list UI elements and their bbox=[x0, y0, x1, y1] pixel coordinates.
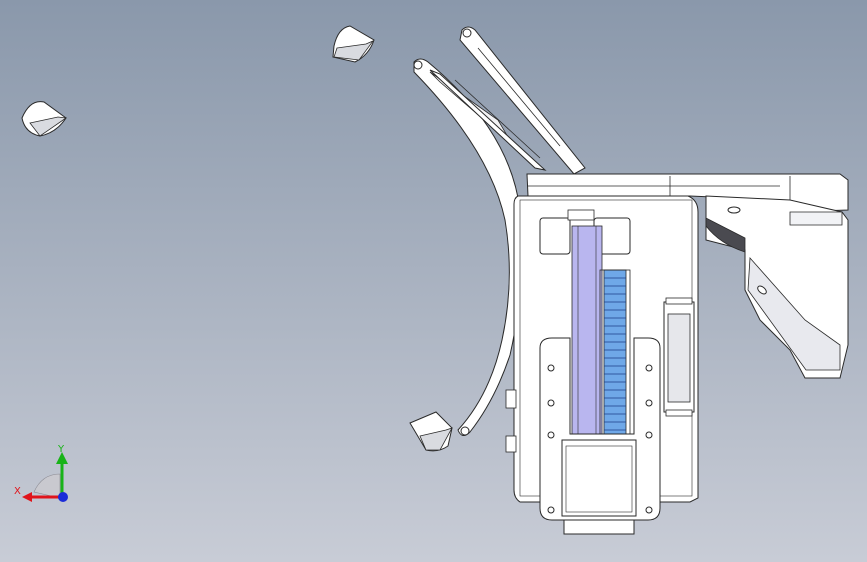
lower-carriage-frame[interactable] bbox=[539, 337, 661, 535]
timing-belt[interactable] bbox=[599, 269, 631, 435]
side-bracket[interactable] bbox=[705, 195, 849, 379]
y-axis-arrowhead bbox=[56, 452, 68, 464]
floating-pad-top-left[interactable] bbox=[21, 101, 68, 137]
side-clamp-block[interactable] bbox=[663, 297, 695, 417]
linkage-arm-upper[interactable] bbox=[459, 26, 586, 175]
glass-slide-strip[interactable] bbox=[571, 225, 603, 435]
axis-triad: Y X bbox=[14, 444, 68, 502]
floating-pad-top[interactable] bbox=[332, 25, 375, 63]
y-axis-label: Y bbox=[57, 444, 65, 455]
z-axis-point bbox=[58, 492, 68, 502]
x-axis-arrowhead bbox=[22, 492, 32, 502]
triad-plane bbox=[33, 473, 61, 499]
floating-pad-bottom[interactable] bbox=[409, 411, 453, 452]
curved-guide-arm[interactable] bbox=[413, 58, 522, 436]
x-axis-label: X bbox=[14, 486, 21, 497]
housing-mount-tabs bbox=[505, 389, 517, 453]
linkage-arm-lower[interactable] bbox=[429, 69, 547, 171]
